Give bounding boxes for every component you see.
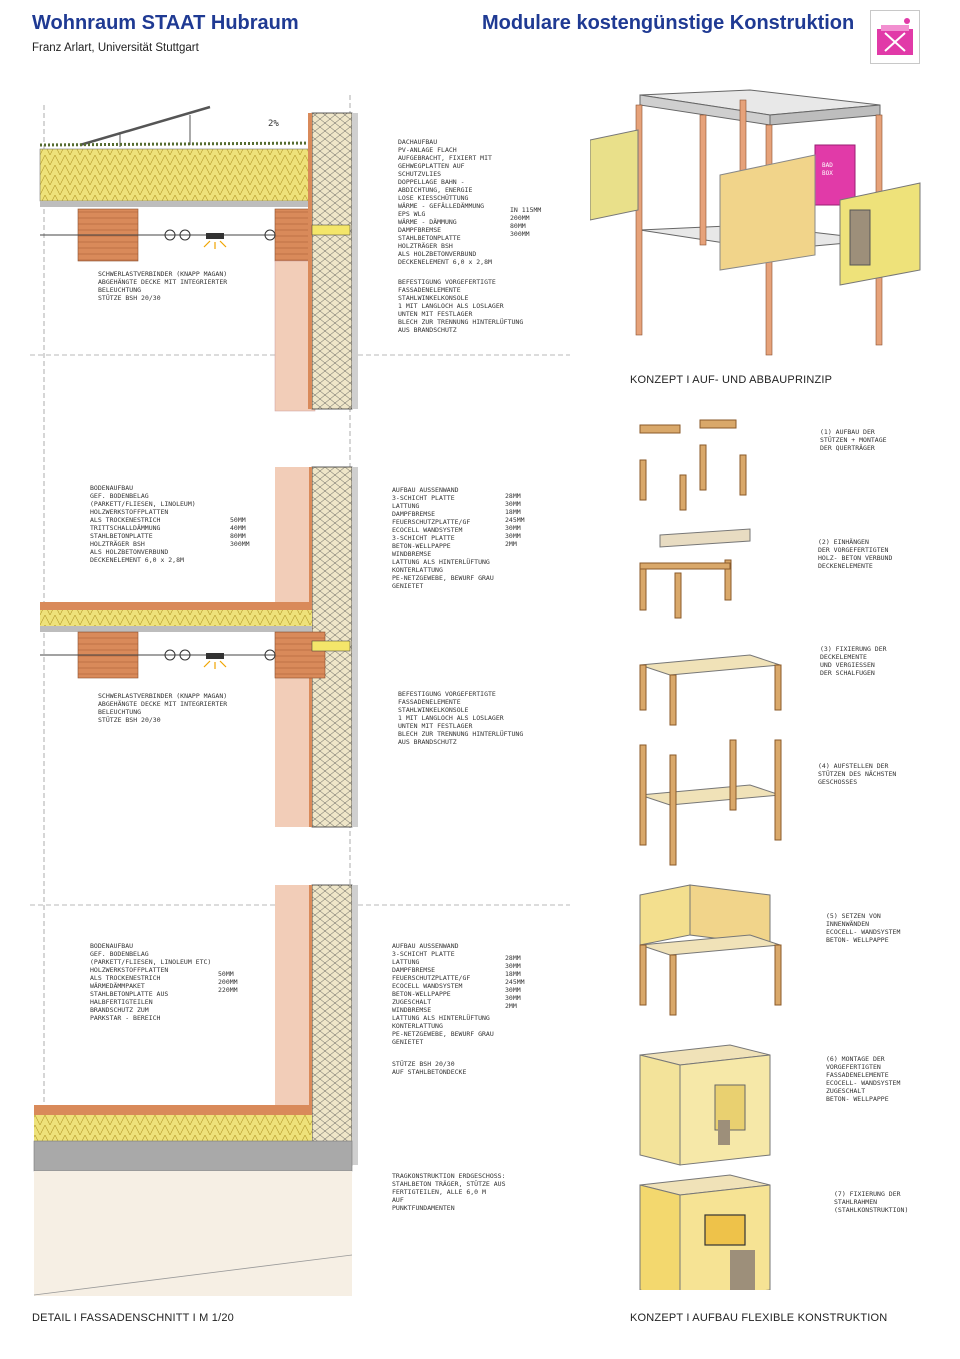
svg-text:BAD: BAD: [822, 162, 833, 169]
step-2-label: (2) EINHÄNGEN DER VORGEFERTIGTEN HOLZ- B…: [818, 538, 893, 570]
intermediate-floor-section: [40, 466, 358, 828]
concept-svg: BAD BOX: [589, 89, 921, 1301]
footer-left-caption: DETAIL I FASSADENSCHNITT I M 1/20: [32, 1312, 235, 1324]
ground-floor-section: [33, 884, 358, 1296]
assembly-step-4: [639, 739, 782, 866]
step-7-label: (7) FIXIERUNG DER STAHLRAHMEN (STAHLKONS…: [834, 1190, 909, 1214]
assembly-step-5: [639, 884, 782, 1016]
exterior-wall-upper: [308, 112, 358, 410]
exploded-module-axonometric: BAD BOX: [589, 89, 921, 356]
assembly-step-3: [639, 654, 782, 726]
step-4-label: (4) AUFSTELLEN DER STÜTZEN DES NÄCHSTEN …: [818, 762, 897, 786]
footer-right-caption: KONZEPT I AUFBAU FLEXIBLE KONSTRUKTION: [630, 1312, 888, 1324]
assembly-step-1: [639, 419, 747, 511]
svg-text:BOX: BOX: [822, 170, 833, 177]
facade-section-drawing: [30, 95, 610, 1300]
assembly-step-6: [639, 1044, 771, 1166]
step-5-label: (5) SETZEN VON INNENWÄNDEN ECOCELL- WAND…: [826, 912, 901, 944]
step-1-label: (1) AUFBAU DER STÜTZEN + MONTAGE DER QUE…: [820, 428, 887, 452]
section-title-right: Modulare kostengünstige Konstruktion: [482, 12, 855, 34]
assembly-step-7: [639, 1174, 771, 1301]
logo-graphic: [877, 18, 913, 55]
step-3-label: (3) FIXIERUNG DER DECKELEMENTE UND VERGI…: [820, 645, 887, 677]
facade-section-svg: [30, 95, 570, 1296]
step-6-label: (6) MONTAGE DER VORGEFERTIGTEN FASSADENE…: [826, 1055, 901, 1103]
concept-caption-top: KONZEPT I AUF- UND ABBAUPRINZIP: [630, 374, 833, 386]
concept-drawings: BAD BOX: [589, 85, 940, 1301]
assembly-step-2: [639, 528, 751, 619]
author-subtitle: Franz Arlart, Universität Stuttgart: [32, 42, 199, 54]
roof-section: [39, 105, 326, 412]
page-title: Wohnraum STAAT Hubraum: [32, 12, 299, 34]
project-logo: [870, 10, 920, 64]
